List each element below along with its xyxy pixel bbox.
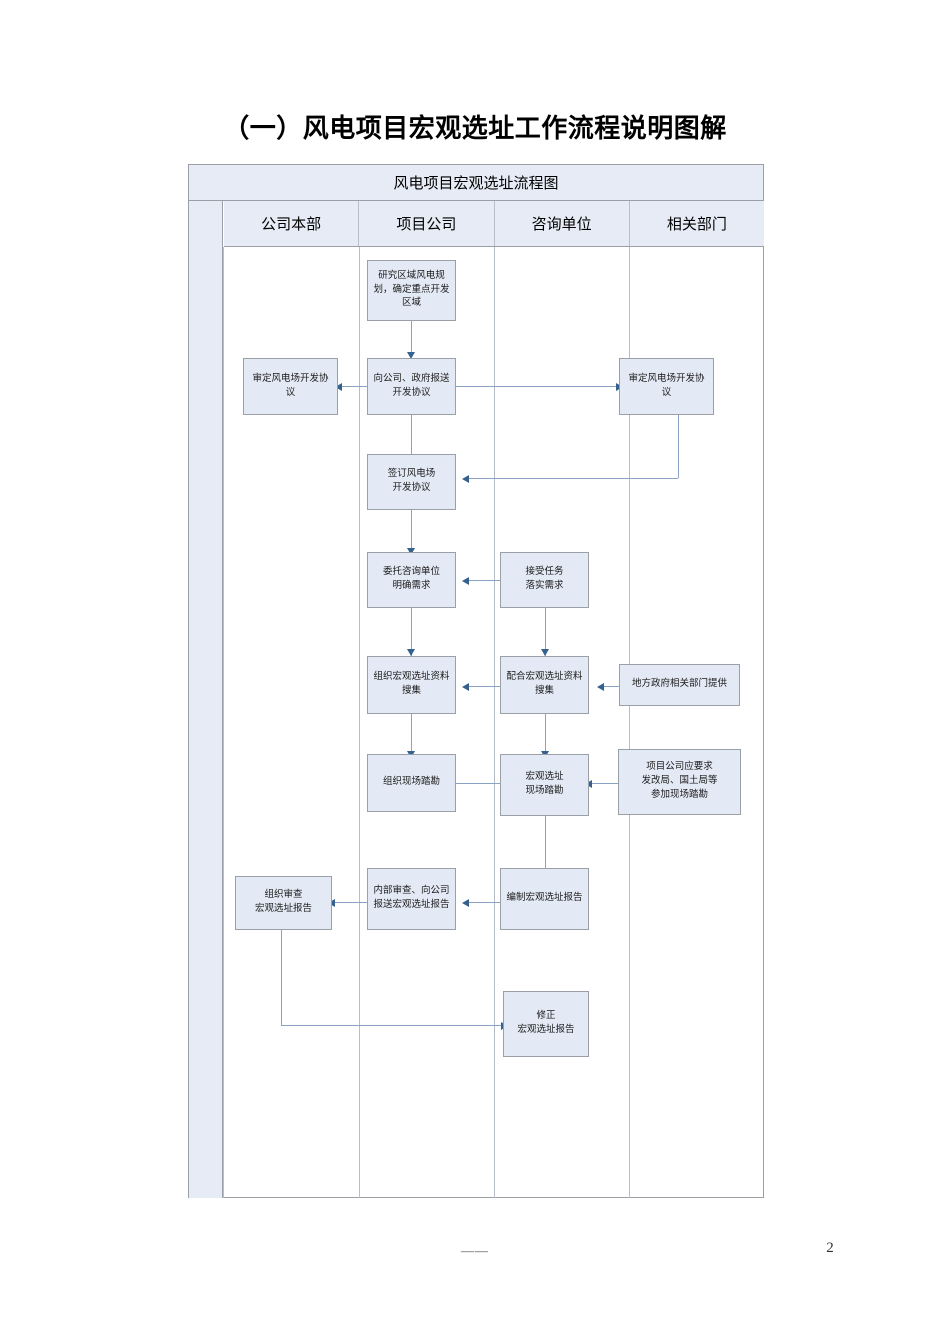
- flowchart-container: 风电项目宏观选址流程图 公司本部 项目公司 咨询单位 相关部门: [188, 164, 764, 1198]
- arrowhead-n16-n15: [462, 899, 469, 907]
- connector-n15-n14: [332, 902, 392, 903]
- lane-header-company-hq: 公司本部: [224, 201, 360, 246]
- arrowhead-n4-n5: [462, 475, 469, 483]
- node-local-government-departments-provide[interactable]: 地方政府相关部门提供: [619, 664, 740, 706]
- lane-header-consulting-unit: 咨询单位: [494, 201, 630, 246]
- lane-divider-3: [629, 247, 630, 1198]
- node-engage-consultant-define-requirements[interactable]: 委托咨询单位 明确需求: [367, 552, 456, 608]
- node-macro-site-selection-field-survey[interactable]: 宏观选址 现场踏勘: [500, 754, 589, 816]
- connector-n9-n12: [545, 714, 546, 758]
- connector-n1-n3: [411, 321, 412, 355]
- connector-n3-n2: [339, 386, 391, 387]
- flowchart-lane-header-row: 公司本部 项目公司 咨询单位 相关部门: [224, 201, 764, 247]
- node-study-regional-wind-plan[interactable]: 研究区域风电规 划，确定重点开发 区域: [367, 260, 456, 321]
- node-prepare-site-selection-report[interactable]: 编制宏观选址报告: [500, 868, 589, 930]
- page-title: （一）风电项目宏观选址工作流程说明图解: [223, 114, 727, 143]
- connector-n5-n6: [411, 510, 412, 555]
- connector-n3-n4: [456, 386, 618, 387]
- node-internal-review-submit-report[interactable]: 内部审查、向公司 报送宏观选址报告: [367, 868, 456, 930]
- node-organize-site-selection-data-collection[interactable]: 组织宏观选址资料 搜集: [367, 656, 456, 714]
- arrowhead-n9-n8: [462, 683, 469, 691]
- connector-n3-n5: [411, 415, 412, 475]
- node-assist-site-selection-data-collection[interactable]: 配合宏观选址资料 搜集: [500, 656, 589, 714]
- arrowhead-n1-n3: [407, 352, 415, 359]
- connector-n14-n17: [281, 1025, 503, 1026]
- connector-n6-n8: [411, 608, 412, 656]
- page-number: 2: [826, 1240, 834, 1256]
- lane-divider-2: [494, 247, 495, 1198]
- node-sign-wind-farm-development-agreement[interactable]: 签订风电场 开发协议: [367, 454, 456, 510]
- footer-rule: ——: [461, 1243, 489, 1258]
- connector-n12-n16: [545, 816, 546, 880]
- lane-header-project-company: 项目公司: [359, 201, 495, 246]
- node-dept-participate-field-survey[interactable]: 项目公司应要求 发改局、国土局等 参加现场踏勘: [618, 749, 741, 815]
- arrowhead-n10-n9: [597, 683, 604, 691]
- connector-n14-down: [281, 930, 282, 1025]
- connector-n4-down: [678, 415, 679, 478]
- arrowhead-n6-n8: [407, 649, 415, 656]
- node-organize-review-site-selection-report[interactable]: 组织审查 宏观选址报告: [235, 876, 332, 930]
- arrowhead-n5-n6: [407, 548, 415, 555]
- connector-n13-n12: [589, 783, 619, 784]
- connector-n8-n11: [411, 714, 412, 758]
- connector-n7-n9: [545, 608, 546, 656]
- arrowhead-n7-n9: [541, 649, 549, 656]
- flowchart-banner-title: 风电项目宏观选址流程图: [189, 165, 763, 201]
- node-hq-approve-development-agreement[interactable]: 审定风电场开发协 议: [243, 358, 338, 415]
- connector-n16-n15: [466, 902, 508, 903]
- connector-n4-n5: [466, 478, 678, 479]
- lane-divider-1: [359, 247, 360, 1198]
- connector-n11-n12: [456, 783, 508, 784]
- flowchart-gutter-column: [189, 201, 223, 1198]
- arrowhead-n3-n2: [335, 383, 342, 391]
- node-submit-agreement-to-company-government[interactable]: 向公司、政府报送 开发协议: [367, 358, 456, 415]
- node-accept-task-implement-requirements[interactable]: 接受任务 落实需求: [500, 552, 589, 608]
- lane-header-related-depts: 相关部门: [629, 201, 764, 246]
- lane-divider-0: [223, 247, 224, 1198]
- node-organize-field-survey[interactable]: 组织现场踏勘: [367, 754, 456, 812]
- arrowhead-n7-n6: [462, 577, 469, 585]
- node-revise-site-selection-report[interactable]: 修正 宏观选址报告: [503, 991, 589, 1057]
- node-dept-approve-development-agreement[interactable]: 审定风电场开发协 议: [619, 358, 714, 415]
